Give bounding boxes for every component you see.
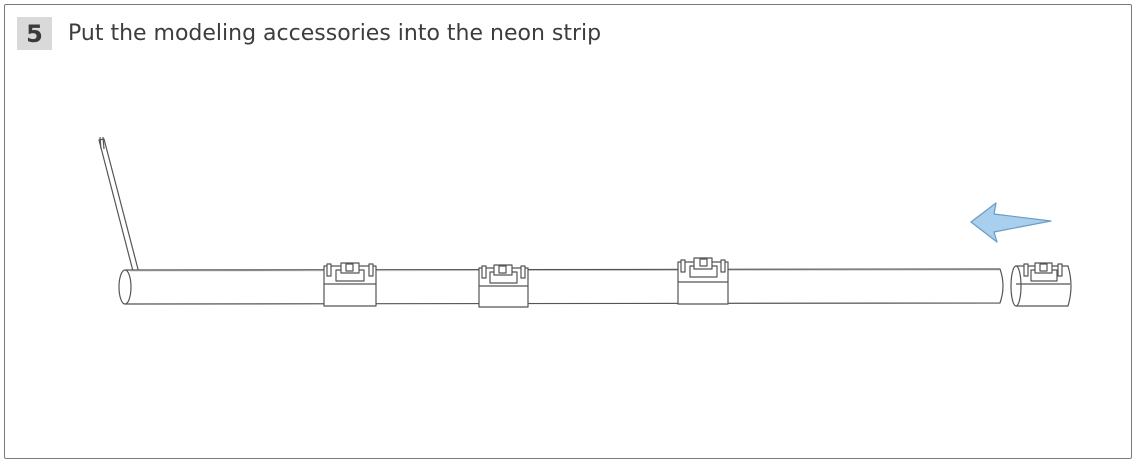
modeling-accessory-1	[323, 262, 377, 307]
step-title: Put the modeling accessories into the ne…	[68, 21, 602, 46]
instruction-panel	[4, 4, 1132, 459]
step-number-badge: 5	[17, 17, 52, 50]
modeling-accessory-detached	[1010, 262, 1072, 307]
neon-strip	[118, 268, 1004, 305]
step-number: 5	[26, 19, 43, 48]
modeling-accessory-3	[677, 257, 729, 305]
modeling-accessory-2	[478, 264, 529, 308]
power-cable	[98, 136, 140, 277]
left-arrow-icon	[970, 202, 1052, 243]
